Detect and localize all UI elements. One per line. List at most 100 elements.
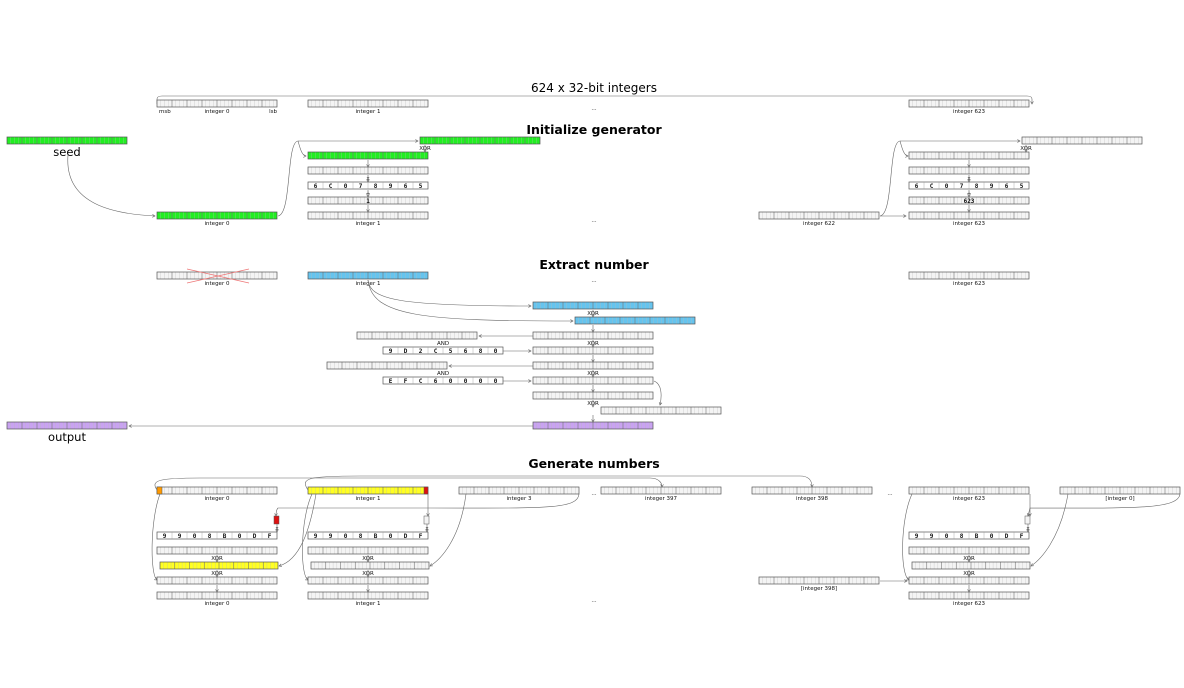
- state-reg-0: [156, 99, 278, 108]
- hex-digit: 9: [389, 348, 393, 355]
- arrowhead: [591, 389, 595, 393]
- init-xor-result: [307, 151, 429, 160]
- register-frame: [419, 136, 541, 145]
- register-frame: [1021, 136, 1143, 145]
- extract-y6: [532, 391, 654, 400]
- gen-label-dots-1: ...: [591, 491, 596, 497]
- state-label-dots: ...: [591, 106, 596, 112]
- hex-digit: 8: [479, 348, 483, 355]
- gen-loop-a: [154, 477, 663, 491]
- gen-arrows: [151, 493, 1069, 592]
- output-register: [6, 421, 128, 430]
- gen-label-3: integer 3: [507, 496, 532, 502]
- gen-reg-398: [751, 486, 873, 495]
- arrowhead: [153, 577, 158, 581]
- hex-digit: 9: [163, 533, 167, 540]
- arrowhead: [528, 349, 532, 353]
- init-reg-623: [908, 211, 1030, 220]
- arrowhead: [591, 329, 595, 333]
- hex-digit: C: [419, 378, 423, 385]
- hex-digit: 0: [945, 533, 949, 540]
- extract-and-1: AND: [437, 341, 449, 347]
- register-frame: [156, 211, 278, 220]
- gen-lsb-bit-1: [423, 486, 429, 495]
- gen-bit-0: [273, 515, 280, 525]
- arrowhead: [591, 344, 595, 348]
- gen-times-0: x: [275, 526, 279, 532]
- gen-in-398: [758, 576, 880, 585]
- hex-digit: 7: [960, 183, 964, 190]
- arrowhead: [660, 484, 664, 488]
- arrowhead: [366, 589, 370, 593]
- arrowhead: [366, 164, 370, 168]
- init-shifted-reg: [419, 136, 541, 145]
- register-frame: [758, 211, 880, 220]
- init-arrow-branch-r: [899, 140, 909, 157]
- extract-y6-shift: [600, 406, 722, 415]
- arrowhead: [366, 194, 370, 198]
- extract-y4: [532, 361, 654, 370]
- extract-y2: [532, 331, 654, 340]
- register-frame: [908, 546, 1030, 555]
- gen-label-dots-2: ...: [887, 491, 892, 497]
- arrowhead: [967, 589, 971, 593]
- gen-loop-d: [1027, 493, 1181, 517]
- hex-digit: 9: [915, 533, 919, 540]
- gen-out-label-1: integer 1: [356, 601, 381, 607]
- arrowhead: [903, 214, 907, 218]
- arrowhead: [591, 374, 595, 378]
- gen-out-623: [908, 591, 1030, 600]
- hex-digit: 8: [975, 183, 979, 190]
- hex-digit: 9: [329, 533, 333, 540]
- hex-digit: D: [1005, 533, 1009, 540]
- init-arrow-up: [277, 140, 418, 217]
- seed-register: [6, 136, 128, 145]
- arrowhead: [967, 574, 971, 578]
- hex-digit: 6: [434, 378, 438, 385]
- register-frame: [532, 301, 654, 310]
- hex-digit: 0: [479, 378, 483, 385]
- init-arrow-up-r: [879, 140, 1020, 217]
- gen-x-623: [908, 576, 1030, 585]
- hex-digit: D: [253, 533, 257, 540]
- register-frame: [908, 151, 1030, 160]
- extract-label-0: integer 0: [205, 281, 230, 287]
- gen-bit-623: [1024, 515, 1031, 525]
- hex-digit: 6: [464, 348, 468, 355]
- hex-digit: 8: [359, 533, 363, 540]
- extract-label-623: integer 623: [953, 281, 985, 287]
- init-times-label: x: [366, 176, 370, 182]
- arrowhead: [303, 154, 307, 158]
- register-frame: [356, 331, 478, 340]
- register-frame: [458, 486, 580, 495]
- arrowhead: [215, 589, 219, 593]
- state-label-0: integer 0: [205, 109, 230, 115]
- extract-label-dots: ...: [591, 278, 596, 284]
- arrowhead: [429, 563, 434, 567]
- extract-y2-shift: [356, 331, 478, 340]
- hex-digit: 8: [374, 183, 378, 190]
- gen-reg-1: [307, 486, 429, 495]
- arrowhead: [152, 214, 156, 218]
- hex-digit: C: [329, 183, 333, 190]
- extract-reg-623: [908, 271, 1030, 280]
- arrowhead: [1030, 101, 1034, 105]
- register-frame: [307, 99, 429, 108]
- lsb-label: lsb: [269, 109, 277, 115]
- arrowhead: [275, 529, 279, 533]
- gen-out-0: [156, 591, 278, 600]
- extract-y3: [532, 346, 654, 355]
- gen-label-0: integer 0: [205, 496, 230, 502]
- hex-digit: B: [374, 533, 378, 540]
- init-label-623: integer 623: [953, 221, 985, 227]
- hex-digit: C: [434, 348, 438, 355]
- hex-digit: 0: [344, 183, 348, 190]
- arrowhead: [215, 574, 219, 578]
- arrowhead: [1024, 149, 1028, 153]
- seed-arrow: [67, 154, 156, 217]
- init-increment-last: 623: [964, 198, 975, 205]
- gen-y-0: [159, 561, 279, 570]
- register-frame: [6, 136, 128, 145]
- arrowhead: [426, 513, 430, 517]
